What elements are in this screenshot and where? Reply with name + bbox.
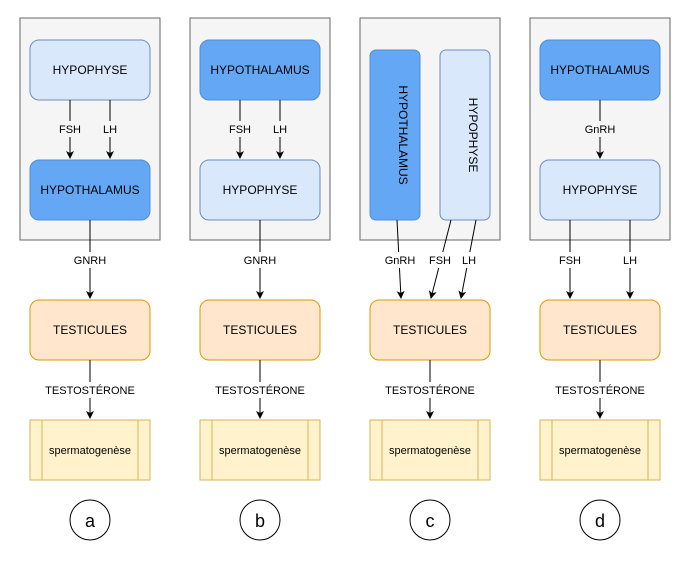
process-label-c: spermatogenèse — [389, 445, 471, 457]
top-box-label-b: HYPOTHALAMUS — [210, 63, 309, 77]
diagram-letter-circle-c — [409, 499, 451, 541]
arrow-label-lh-c: LH — [462, 255, 476, 267]
arrow-label-testosterone-b: TESTOSTÉRONE — [215, 384, 305, 397]
left-box-c — [369, 49, 421, 221]
arrow-label-fsh-d: FSH — [559, 255, 581, 267]
testicules-label-a: TESTICULES — [53, 323, 127, 337]
right-box-label-c: HYPOPHYSE — [466, 98, 480, 173]
right-box-c — [439, 49, 491, 221]
process-label-d: spermatogenèse — [559, 445, 641, 457]
testicules-label-c: TESTICULES — [393, 323, 467, 337]
process-box-d — [539, 419, 661, 481]
diagram-a: HYPOPHYSE FSH LH HYPOTHALAMUS GNRH TESTI… — [19, 17, 161, 541]
process-label-b: spermatogenèse — [219, 445, 301, 457]
middle-box-label-a: HYPOTHALAMUS — [40, 183, 139, 197]
diagram-letter-circle-b — [239, 499, 281, 541]
arrow-label-lh-b: LH — [273, 124, 287, 136]
arrow-label-gnrh-d: GnRH — [585, 124, 616, 136]
arrow-label-testosterone-d: TESTOSTÉRONE — [555, 384, 645, 397]
diagram-d: HYPOTHALAMUS GnRH HYPOPHYSE FSH LH TESTI… — [529, 17, 671, 541]
arrow-label-fsh-c: FSH — [429, 255, 451, 267]
diagram-letter-a: a — [85, 511, 96, 531]
arrow-label-gnrh-a: GNRH — [74, 255, 106, 267]
left-box-label-c: HYPOTHALAMUS — [396, 85, 410, 184]
top-box-b — [199, 39, 321, 101]
top-box-a — [29, 39, 151, 101]
arrow-label-testosterone-a: TESTOSTÉRONE — [45, 384, 135, 397]
diagram-b: HYPOTHALAMUS FSH LH HYPOPHYSE GNRH TESTI… — [189, 17, 331, 541]
arrow-label-testosterone-c: TESTOSTÉRONE — [385, 384, 475, 397]
top-box-label-d: HYPOTHALAMUS — [550, 63, 649, 77]
diagram-c: HYPOTHALAMUS HYPOPHYSE GnRH FSH LH TESTI… — [359, 17, 501, 541]
arrow-label-fsh-a: FSH — [59, 124, 81, 136]
process-box-a — [29, 419, 151, 481]
top-box-label-a: HYPOPHYSE — [53, 63, 128, 77]
diagram-letter-circle-a — [69, 499, 111, 541]
diagram-letter-d: d — [595, 511, 605, 531]
arrow-label-fsh-b: FSH — [229, 124, 251, 136]
arrow-label-gnrh-b: GNRH — [244, 255, 276, 267]
diagram-letter-circle-d — [579, 499, 621, 541]
arrow-label-gnrh-c: GnRH — [385, 255, 416, 267]
testicules-label-d: TESTICULES — [563, 323, 637, 337]
middle-box-d — [539, 159, 661, 221]
process-label-a: spermatogenèse — [49, 445, 131, 457]
arrow-label-lh-d: LH — [623, 255, 637, 267]
process-box-b — [199, 419, 321, 481]
testicules-label-b: TESTICULES — [223, 323, 297, 337]
middle-box-label-b: HYPOPHYSE — [223, 183, 298, 197]
middle-box-label-d: HYPOPHYSE — [563, 183, 638, 197]
diagram-letter-c: c — [426, 511, 435, 531]
arrow-label-lh-a: LH — [103, 124, 117, 136]
process-box-c — [369, 419, 491, 481]
diagram-letter-b: b — [255, 511, 265, 531]
